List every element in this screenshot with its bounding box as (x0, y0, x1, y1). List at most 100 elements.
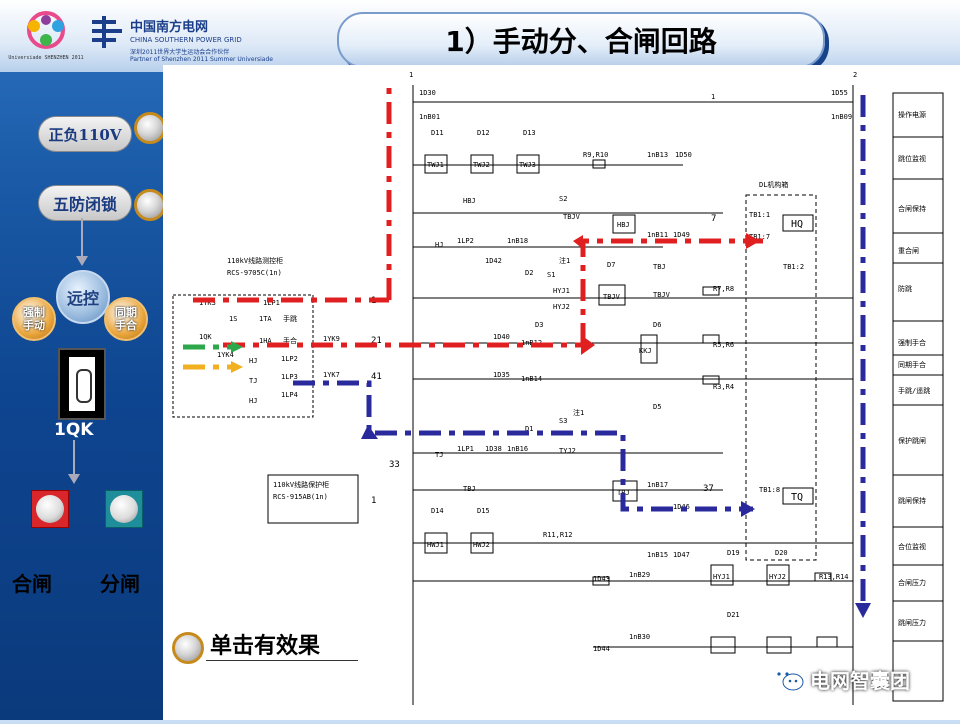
relay-twj1: TWJ1 (427, 161, 444, 169)
bus2-b-label: 1nB09 (831, 113, 852, 121)
terminal-tb12: TB1:2 (783, 263, 804, 271)
partner-cn: 深圳2011世界大学生运动会合作伙伴 (130, 49, 230, 56)
close-button-dot (36, 495, 64, 523)
diode-d7: D7 (607, 261, 615, 269)
diode-d13: D13 (523, 129, 536, 137)
relay-hyj2: HYJ2 (553, 303, 570, 311)
label-manual-trip: 手跳 (283, 314, 297, 323)
relay-twj3: TWJ3 (519, 161, 536, 169)
wire-7: 7 (711, 214, 716, 224)
partner-en: Partner of Shenzhen 2011 Summer Universi… (130, 56, 273, 63)
trip-coil-tq: TQ (791, 492, 803, 503)
terminal-d49: 1D49 (673, 231, 690, 239)
wire-33: 33 (389, 460, 400, 470)
path-blue (293, 380, 753, 512)
switch-s2: S2 (559, 195, 567, 203)
wire-1b: 1 (371, 496, 376, 506)
switch-knob-icon (76, 369, 92, 403)
relay-tbj-2: TBJ (463, 485, 476, 493)
relay-kkj: KKJ (639, 347, 652, 355)
right-label-4: 防跳 (898, 284, 912, 293)
plate-lp2: 1LP2 (457, 237, 474, 245)
control-switch-1qk[interactable] (58, 348, 106, 420)
click-effect-button[interactable] (172, 632, 204, 664)
diode-d14: D14 (431, 507, 444, 515)
terminal-nb30: 1nB30 (629, 633, 650, 641)
right-label-2: 合闸保持 (898, 204, 926, 213)
bus2-top-label: 1D55 (831, 89, 848, 97)
terminal-nb13: 1nB13 (647, 151, 668, 159)
diode-d20: D20 (775, 549, 788, 557)
wire-37: 37 (703, 484, 714, 494)
switch-face (69, 357, 95, 411)
forced-manual-button[interactable]: 强制 手动 (12, 297, 56, 341)
relay-tj: TJ (435, 451, 443, 459)
switch-1s: 1S (229, 315, 237, 323)
grid-en: CHINA SOUTHERN POWER GRID (130, 36, 242, 44)
remote-control-button[interactable]: 远控 (56, 270, 110, 324)
label-manual-close: 手合 (283, 336, 297, 345)
terminal-tb11: TB1:1 (749, 211, 770, 219)
control-panel-model: RCS-9705C(1n) (227, 269, 282, 277)
bus1-b-label: 1nB01 (419, 113, 440, 121)
relay-hwj1: HWJ1 (427, 541, 444, 549)
terminal-nb17: 1nB17 (647, 481, 668, 489)
relay-hj-small-2: HJ (249, 397, 257, 405)
resistor-r9: R9,R10 (583, 151, 608, 159)
switch-s1: S1 (547, 271, 555, 279)
right-labels: 操作电源 跳位监视 合闸保持 重合闸 防跳 强制手合 同期手合 手跳/遥跳 保护… (898, 110, 930, 627)
relay-tbjv-box: TBJV (603, 293, 621, 301)
remote-label-text: 远控 (66, 289, 99, 308)
lock-label: 五防闭锁 (38, 185, 132, 221)
terminal-d42: 1D42 (485, 257, 502, 265)
open-button-dot (110, 495, 138, 523)
terminal-d43: 1D43 (593, 575, 610, 583)
resistor-r34: R3,R4 (713, 383, 734, 391)
universiade-logo: Universiade SHENZHEN 2011 (6, 6, 86, 64)
switch-arrow (68, 440, 80, 484)
resistor-r1112: R11,R12 (543, 531, 573, 539)
open-button[interactable] (105, 490, 143, 528)
relay-tbjv-contact: TBJV (653, 291, 671, 299)
bus2-label: 2 (853, 71, 857, 79)
close-button[interactable] (31, 490, 69, 528)
grid-name: 中国南方电网 (130, 20, 209, 35)
watermark-text: 电网智囊团 (810, 668, 910, 693)
switch-yk9: 1YK9 (323, 335, 340, 343)
terminal-d35: 1D35 (493, 371, 510, 379)
diode-d11: D11 (431, 129, 444, 137)
right-label-12: 跳闸压力 (898, 618, 926, 627)
relay-tbj: TBJ (653, 263, 666, 271)
relay-hbj-box: HBJ (617, 221, 630, 229)
terminal-d38: 1D38 (485, 445, 502, 453)
sync-close-button[interactable]: 同期 手合 (104, 297, 148, 341)
terminal-nb11: 1nB11 (647, 231, 668, 239)
circuit-svg: 1 2 1D30 1nB01 1D55 1nB09 D11 D12 D13 TW… (172, 71, 944, 705)
lock-button[interactable] (134, 189, 166, 221)
plate-lp2-small: 1LP2 (281, 355, 298, 363)
switch-yk3: 1YK3 (199, 299, 216, 307)
plate-lp1-small: 1LP1 (263, 299, 280, 307)
terminal-nb15: 1nB15 (647, 551, 668, 559)
terminal-tb17: TB1:7 (749, 233, 770, 241)
diode-d3: D3 (535, 321, 543, 329)
terminal-nb14: 1nB14 (521, 375, 542, 383)
right-label-6: 同期手合 (898, 360, 926, 369)
diode-d15: D15 (477, 507, 490, 515)
terminal-d44: 1D44 (593, 645, 610, 653)
diode-d5: D5 (653, 403, 661, 411)
watermark: 电网智囊团 (770, 664, 910, 694)
right-label-5: 强制手合 (898, 338, 926, 347)
lock-label-text: 五防闭锁 (52, 195, 117, 214)
diode-d1: D1 (525, 425, 533, 433)
right-label-9: 跳闸保持 (898, 496, 926, 505)
diode-d12: D12 (477, 129, 490, 137)
wechat-icon (770, 664, 804, 694)
terminal-tb18: TB1:8 (759, 486, 780, 494)
power-button[interactable] (134, 112, 166, 144)
closing-coil-hq: HQ (791, 219, 803, 230)
right-label-0: 操作电源 (898, 110, 926, 119)
control-panel-title: 110kV线路测控柜 (227, 256, 283, 265)
resistor-r56: R5,R6 (713, 341, 734, 349)
